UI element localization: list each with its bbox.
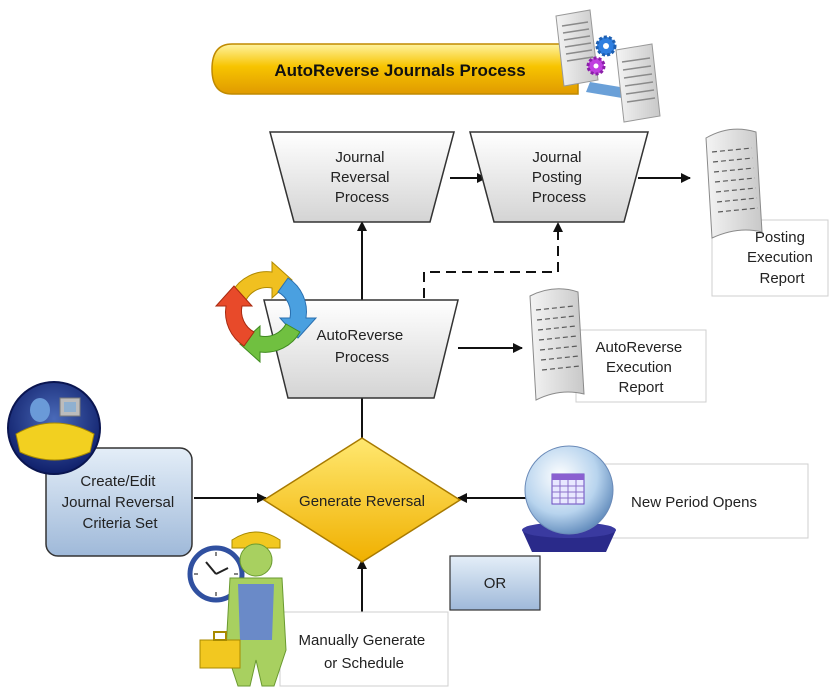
journal-reversal-process-node: Journal Reversal Process	[269, 131, 455, 223]
connectors	[194, 173, 691, 612]
documents-gears-icon	[555, 9, 661, 123]
generate-reversal-decision: Generate Reversal	[262, 437, 462, 563]
create-edit-criteria-node: Create/Edit Journal Reversal Criteria Se…	[45, 447, 193, 557]
or-label: OR	[484, 575, 507, 592]
posting-execution-report-node: Posting Execution Report	[705, 128, 829, 297]
autoreverse-execution-report-node: AutoReverse Execution Report	[529, 288, 707, 403]
posting-execution-report-label: Posting Execution Report	[747, 229, 817, 287]
cycle-arrows-icon	[214, 260, 318, 364]
autoreverse-execution-report-label: AutoReverse Execution Report	[596, 339, 687, 396]
new-period-opens-node: New Period Opens	[581, 463, 809, 539]
diagram-title: AutoReverse Journals Process	[274, 61, 525, 80]
autoreverse-process-label: AutoReverse Process	[317, 327, 408, 366]
calendar-globe-icon	[522, 445, 616, 552]
manually-generate-label: Manually Generate or Schedule	[299, 632, 430, 672]
generate-reversal-label: Generate Reversal	[299, 493, 425, 510]
title-bar: AutoReverse Journals Process	[211, 43, 579, 95]
journal-posting-process-label: Journal Posting Process	[532, 149, 586, 206]
journal-reversal-process-label: Journal Reversal Process	[330, 149, 393, 206]
new-period-opens-label: New Period Opens	[631, 494, 757, 511]
or-box: OR	[449, 555, 541, 611]
worker-clock-icon	[187, 531, 287, 687]
autoreverse-process-node: AutoReverse Process	[263, 299, 459, 399]
manually-generate-node: Manually Generate or Schedule	[279, 611, 449, 687]
report-document-icon	[705, 128, 763, 239]
journal-posting-process-node: Journal Posting Process	[469, 131, 649, 223]
report-document-icon	[529, 288, 585, 401]
desk-workstation-icon	[7, 381, 101, 475]
create-edit-criteria-label: Create/Edit Journal Reversal Criteria Se…	[62, 473, 179, 532]
